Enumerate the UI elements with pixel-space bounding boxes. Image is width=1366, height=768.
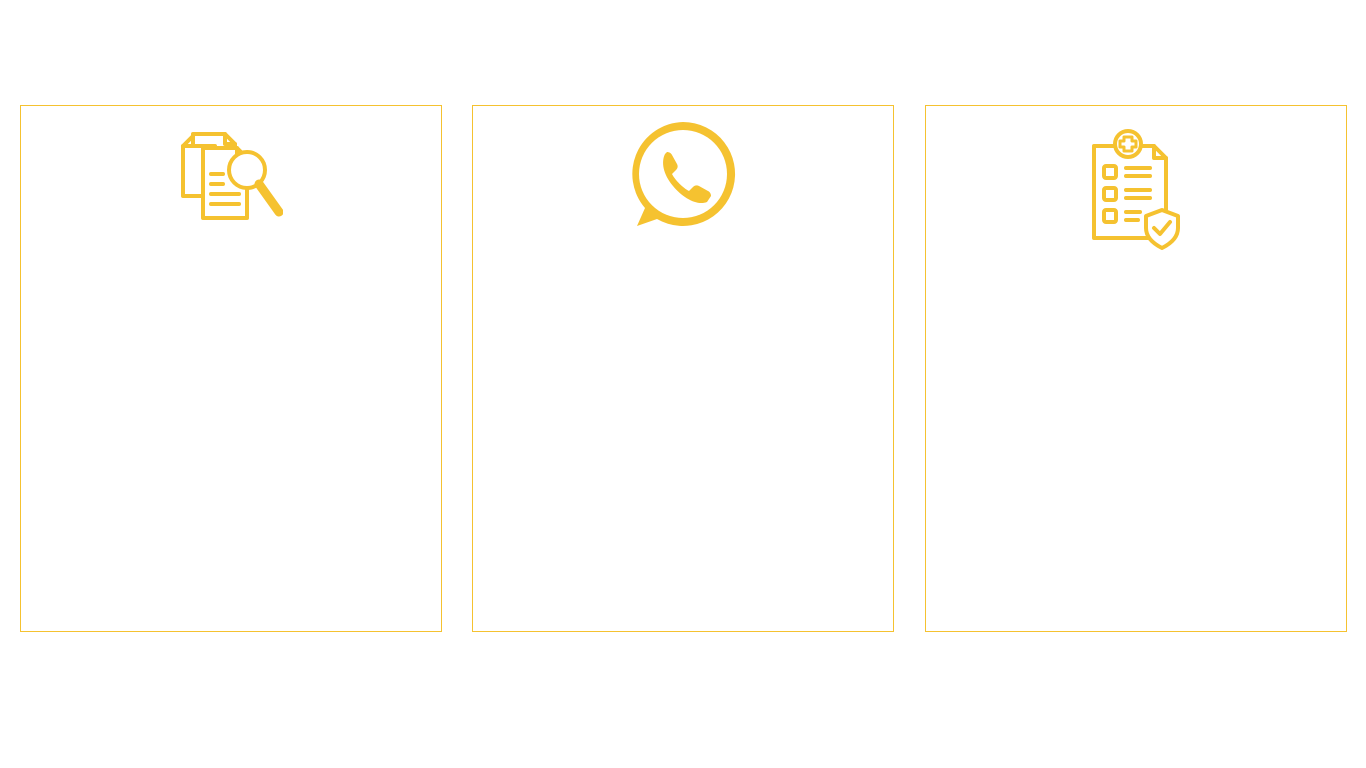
feature-cards — [20, 105, 1347, 632]
feature-card-whatsapp — [472, 105, 894, 632]
whatsapp-phone-icon — [632, 121, 736, 226]
document-search-icon — [181, 132, 283, 220]
feature-card-medical — [925, 105, 1347, 632]
feature-card-documents — [20, 105, 442, 632]
medical-checklist-shield-icon — [1092, 129, 1180, 250]
